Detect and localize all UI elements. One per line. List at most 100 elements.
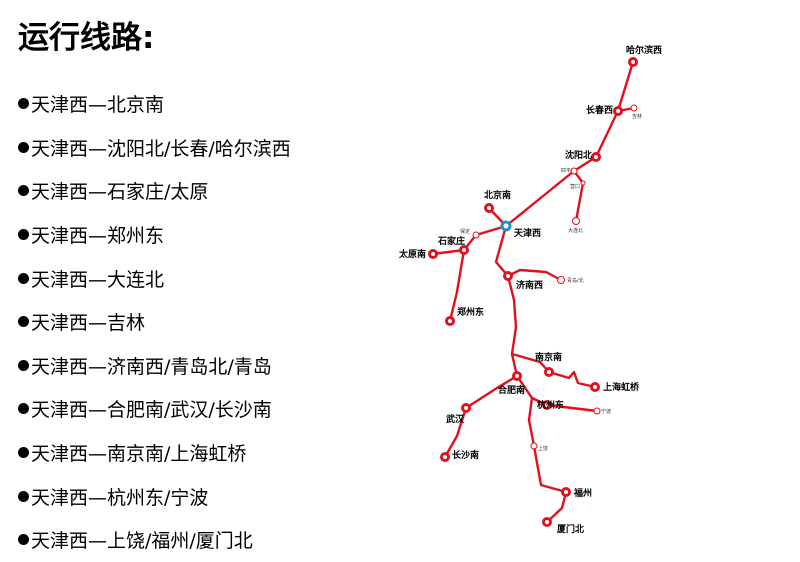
route-item: 天津西—杭州东/宁波 <box>18 474 291 518</box>
bullet-icon <box>18 534 29 546</box>
line-shijiazhuang-zhengzhou <box>448 248 466 323</box>
route-item: 天津西—郑州东 <box>18 213 291 257</box>
line-hangzhou-ningbo <box>545 403 599 413</box>
route-item: 天津西—大连北 <box>18 256 291 300</box>
route-label: 天津西—吉林 <box>31 312 146 335</box>
station-marker <box>590 382 600 392</box>
bullet-icon <box>18 98 29 110</box>
route-label: 天津西—济南西/青岛北/青岛 <box>31 355 272 378</box>
bullet-icon <box>18 447 29 459</box>
station-label: 长沙南 <box>452 449 479 461</box>
bullet-icon <box>18 316 29 328</box>
station-minor-marker <box>472 231 480 239</box>
station-label: 福州 <box>573 487 592 499</box>
station-marker <box>542 400 552 410</box>
line-hangzhou-xiamen <box>527 396 568 524</box>
station-label: 北京南 <box>484 189 511 201</box>
station-label: 厦门北 <box>557 523 584 535</box>
station-marker <box>445 316 455 326</box>
hub-station <box>500 220 512 232</box>
bullet-icon <box>18 141 29 153</box>
station-label-small: 大连北 <box>568 227 583 234</box>
station-minor-marker <box>572 217 580 225</box>
station-marker <box>459 245 469 255</box>
station-label: 长春西 <box>586 104 613 116</box>
station-label: 天津西 <box>514 227 541 239</box>
station-label: 哈尔滨西 <box>626 44 662 56</box>
station-label-small: 上饶 <box>538 445 548 452</box>
bullet-icon <box>18 229 29 241</box>
station-minor-marker <box>570 167 578 175</box>
station-marker <box>440 452 450 462</box>
station-label: 合肥南 <box>498 384 525 396</box>
station-label-small: 保定 <box>460 228 470 235</box>
station-label: 杭州东 <box>537 399 564 411</box>
station-marker <box>542 517 552 527</box>
line-tianjin-jinan <box>494 224 510 278</box>
route-item: 天津西—合肥南/武汉/长沙南 <box>18 387 291 431</box>
line-tianjin-harbin <box>504 60 635 228</box>
station-minor-marker <box>530 442 538 450</box>
station-marker <box>484 203 494 213</box>
route-label: 天津西—杭州东/宁波 <box>31 486 209 509</box>
station-label: 太原南 <box>398 248 426 260</box>
line-shenyang-dalian <box>572 169 585 223</box>
bullet-icon <box>18 490 29 502</box>
minor-stations <box>472 104 638 450</box>
line-shijiazhuang-taiyuan <box>431 248 466 256</box>
station-label-small: 四平 <box>561 168 571 174</box>
line-jinan-nanjing <box>506 274 551 374</box>
route-item: 天津西—上饶/福州/厦门北 <box>18 518 291 562</box>
station-label-small: 营口 <box>570 183 580 190</box>
route-list: 天津西—北京南 天津西—沈阳北/长春/哈尔滨西 天津西—石家庄/太原 天津西—郑… <box>18 82 291 562</box>
station-marker <box>591 152 601 162</box>
line-jinan-qingdao <box>506 268 563 282</box>
route-label: 天津西—郑州东 <box>31 225 165 248</box>
route-item: 天津西—吉林 <box>18 300 291 344</box>
bullet-icon <box>18 359 29 371</box>
station-minor-marker <box>557 276 565 284</box>
station-minor-marker <box>593 407 601 415</box>
bullet-icon <box>18 185 29 197</box>
route-item: 天津西—济南西/青岛北/青岛 <box>18 344 291 388</box>
page-title: 运行线路: <box>18 20 155 56</box>
bullet-icon <box>18 272 29 284</box>
station-label: 武汉 <box>446 413 465 425</box>
route-item: 天津西—石家庄/太原 <box>18 169 291 213</box>
station-label-small: 青岛/北 <box>567 277 584 284</box>
line-wuhan-changsha <box>443 406 468 459</box>
bullet-icon <box>18 403 29 415</box>
station-marker <box>503 271 513 281</box>
station-marker <box>628 57 638 67</box>
station-label: 南京南 <box>535 351 562 363</box>
major-stations <box>428 57 638 527</box>
route-label: 天津西—石家庄/太原 <box>31 181 209 204</box>
route-item: 天津西—南京南/上海虹桥 <box>18 431 291 475</box>
station-label-small: 吉林 <box>632 113 642 120</box>
station-label: 郑州东 <box>457 306 484 318</box>
route-label: 天津西—上饶/福州/厦门北 <box>31 530 253 553</box>
rail-route-map: 哈尔滨西 长春西 吉林 沈阳北 四平 营口 大连北 北京南 天津西 保定 石家庄… <box>398 44 662 535</box>
station-label: 沈阳北 <box>565 149 592 161</box>
route-item: 天津西—沈阳北/长春/哈尔滨西 <box>18 126 291 170</box>
station-marker <box>544 367 554 377</box>
route-label: 天津西—南京南/上海虹桥 <box>31 443 247 466</box>
station-label: 石家庄 <box>437 235 465 247</box>
route-label: 天津西—北京南 <box>31 94 165 117</box>
station-label: 济南西 <box>516 279 543 291</box>
station-minor-marker <box>630 104 638 112</box>
station-label-small: 宁波 <box>601 408 611 415</box>
station-marker <box>512 371 522 381</box>
line-hefei-wuhan <box>464 374 519 410</box>
station-label: 上海虹桥 <box>603 381 640 393</box>
station-marker <box>561 487 571 497</box>
station-minor-marker <box>580 180 586 186</box>
route-label: 天津西—沈阳北/长春/哈尔滨西 <box>31 137 291 160</box>
station-marker <box>461 403 471 413</box>
route-item: 天津西—北京南 <box>18 82 291 126</box>
line-nanjing-shanghai <box>547 370 597 389</box>
station-marker <box>613 106 623 116</box>
route-label: 天津西—大连北 <box>31 268 165 291</box>
route-label: 天津西—合肥南/武汉/长沙南 <box>31 399 272 422</box>
station-marker <box>428 249 438 259</box>
